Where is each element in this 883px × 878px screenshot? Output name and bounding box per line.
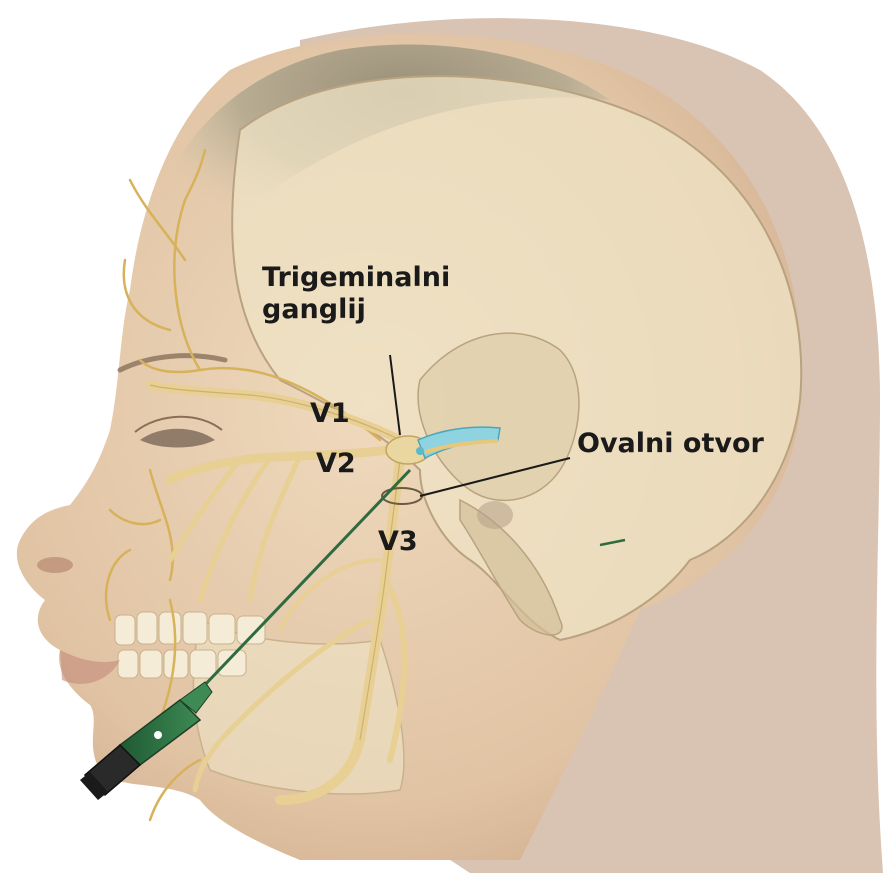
trigeminal-ganglion-label-line1: Trigeminalni — [262, 262, 450, 294]
v3-label: V3 — [378, 526, 418, 558]
v2-label: V2 — [316, 448, 356, 480]
trigeminal-ganglion-label: Trigeminalni ganglij — [262, 262, 450, 327]
v1-label: V1 — [310, 398, 350, 430]
oval-foramen-label: Ovalni otvor — [577, 428, 764, 460]
trigeminal-ganglion-label-line2: ganglij — [262, 294, 450, 326]
